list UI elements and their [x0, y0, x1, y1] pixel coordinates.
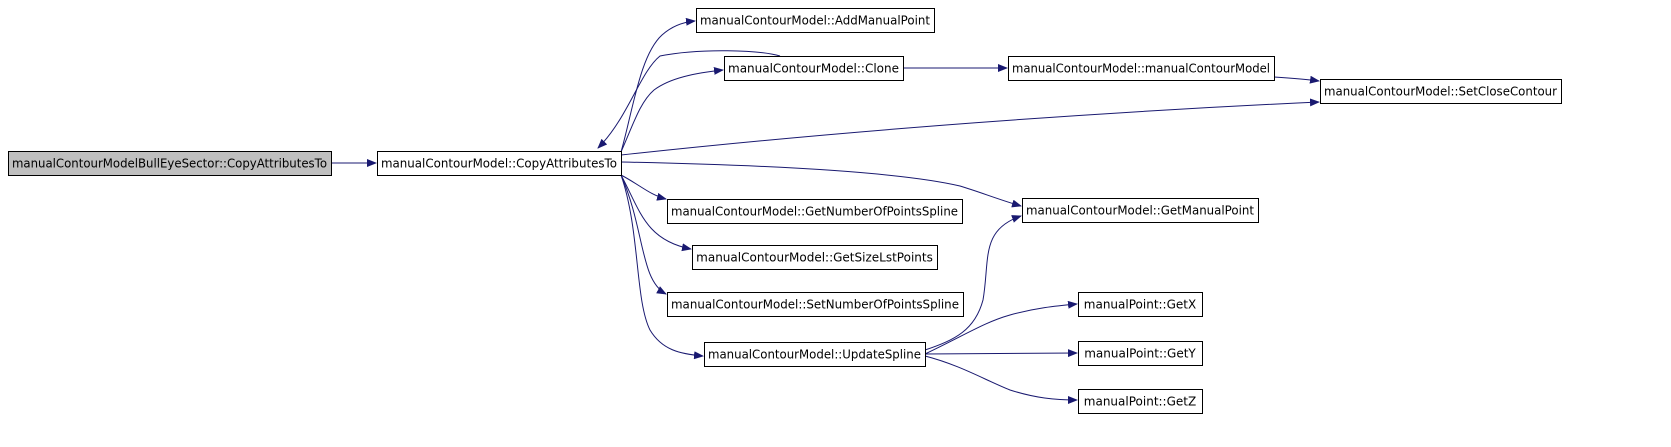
- edges-layer: [331, 17, 1320, 404]
- node-label: manualPoint::GetX: [1084, 298, 1196, 312]
- edge-copy-to-setnum: [620, 174, 667, 295]
- node-getmp[interactable]: manualContourModel::GetManualPoint: [1022, 198, 1259, 223]
- node-update[interactable]: manualContourModel::UpdateSpline: [704, 342, 926, 367]
- edge-copy-to-getsize: [620, 174, 692, 252]
- edge-copy-to-clone: [620, 66, 724, 153]
- node-label: manualContourModelBullEyeSector::CopyAtt…: [12, 157, 327, 171]
- node-label: manualPoint::GetZ: [1084, 395, 1196, 409]
- edge-copy-to-getnum: [620, 174, 667, 201]
- node-label: manualContourModel::GetNumberOfPointsSpl…: [671, 205, 958, 219]
- node-label: manualContourModel::SetCloseContour: [1324, 85, 1557, 99]
- node-box[interactable]: [667, 292, 964, 317]
- node-root[interactable]: manualContourModelBullEyeSector::CopyAtt…: [8, 151, 332, 176]
- node-label: manualContourModel::SetNumberOfPointsSpl…: [671, 298, 959, 312]
- edge-update-to-gz: [924, 355, 1078, 404]
- node-label: manualContourModel::Clone: [728, 62, 899, 76]
- edge-update-to-getmp: [924, 215, 1022, 351]
- edge-copy-to-setclose: [620, 98, 1320, 156]
- node-box[interactable]: [1078, 341, 1203, 366]
- node-gz[interactable]: manualPoint::GetZ: [1078, 389, 1203, 414]
- node-label: manualContourModel::GetSizeLstPoints: [696, 251, 933, 265]
- edge-copy-to-getmp: [620, 161, 1022, 208]
- node-getsize[interactable]: manualContourModel::GetSizeLstPoints: [692, 245, 938, 270]
- node-label: manualContourModel::CopyAttributesTo: [381, 157, 617, 171]
- node-label: manualContourModel::UpdateSpline: [708, 348, 921, 362]
- node-setnum[interactable]: manualContourModel::SetNumberOfPointsSpl…: [667, 292, 964, 317]
- node-box[interactable]: [692, 245, 938, 270]
- edge-update-to-gx: [924, 300, 1078, 355]
- node-box[interactable]: [1078, 292, 1203, 317]
- node-box[interactable]: [1320, 79, 1562, 104]
- edge-clone-to-copy: [597, 50, 781, 149]
- node-box[interactable]: [1022, 198, 1259, 223]
- node-setclose[interactable]: manualContourModel::SetCloseContour: [1320, 79, 1562, 104]
- node-box[interactable]: [696, 8, 935, 33]
- edge-copy-to-update: [620, 174, 704, 360]
- node-getnum[interactable]: manualContourModel::GetNumberOfPointsSpl…: [667, 199, 963, 224]
- node-box[interactable]: [704, 342, 926, 367]
- node-box[interactable]: [667, 199, 963, 224]
- edge-update-to-gy: [924, 349, 1078, 358]
- node-gy[interactable]: manualPoint::GetY: [1078, 341, 1203, 366]
- nodes-layer: manualContourModelBullEyeSector::CopyAtt…: [8, 8, 1562, 414]
- node-label: manualContourModel::GetManualPoint: [1026, 204, 1254, 218]
- node-clone[interactable]: manualContourModel::Clone: [724, 56, 904, 81]
- node-copy[interactable]: manualContourModel::CopyAttributesTo: [377, 151, 622, 176]
- edge-copy-to-add: [620, 17, 696, 153]
- node-gx[interactable]: manualPoint::GetX: [1078, 292, 1203, 317]
- node-label: manualPoint::GetY: [1084, 347, 1196, 361]
- node-box[interactable]: [1008, 56, 1275, 81]
- node-ctor[interactable]: manualContourModel::manualContourModel: [1008, 56, 1275, 81]
- node-add[interactable]: manualContourModel::AddManualPoint: [696, 8, 935, 33]
- node-box[interactable]: [1078, 389, 1203, 414]
- node-label: manualContourModel::AddManualPoint: [700, 14, 930, 28]
- node-box[interactable]: [724, 56, 904, 81]
- node-box[interactable]: [377, 151, 622, 176]
- node-label: manualContourModel::manualContourModel: [1012, 62, 1270, 76]
- node-box[interactable]: [8, 151, 332, 176]
- edge-ctor-to-setclose: [1273, 75, 1320, 84]
